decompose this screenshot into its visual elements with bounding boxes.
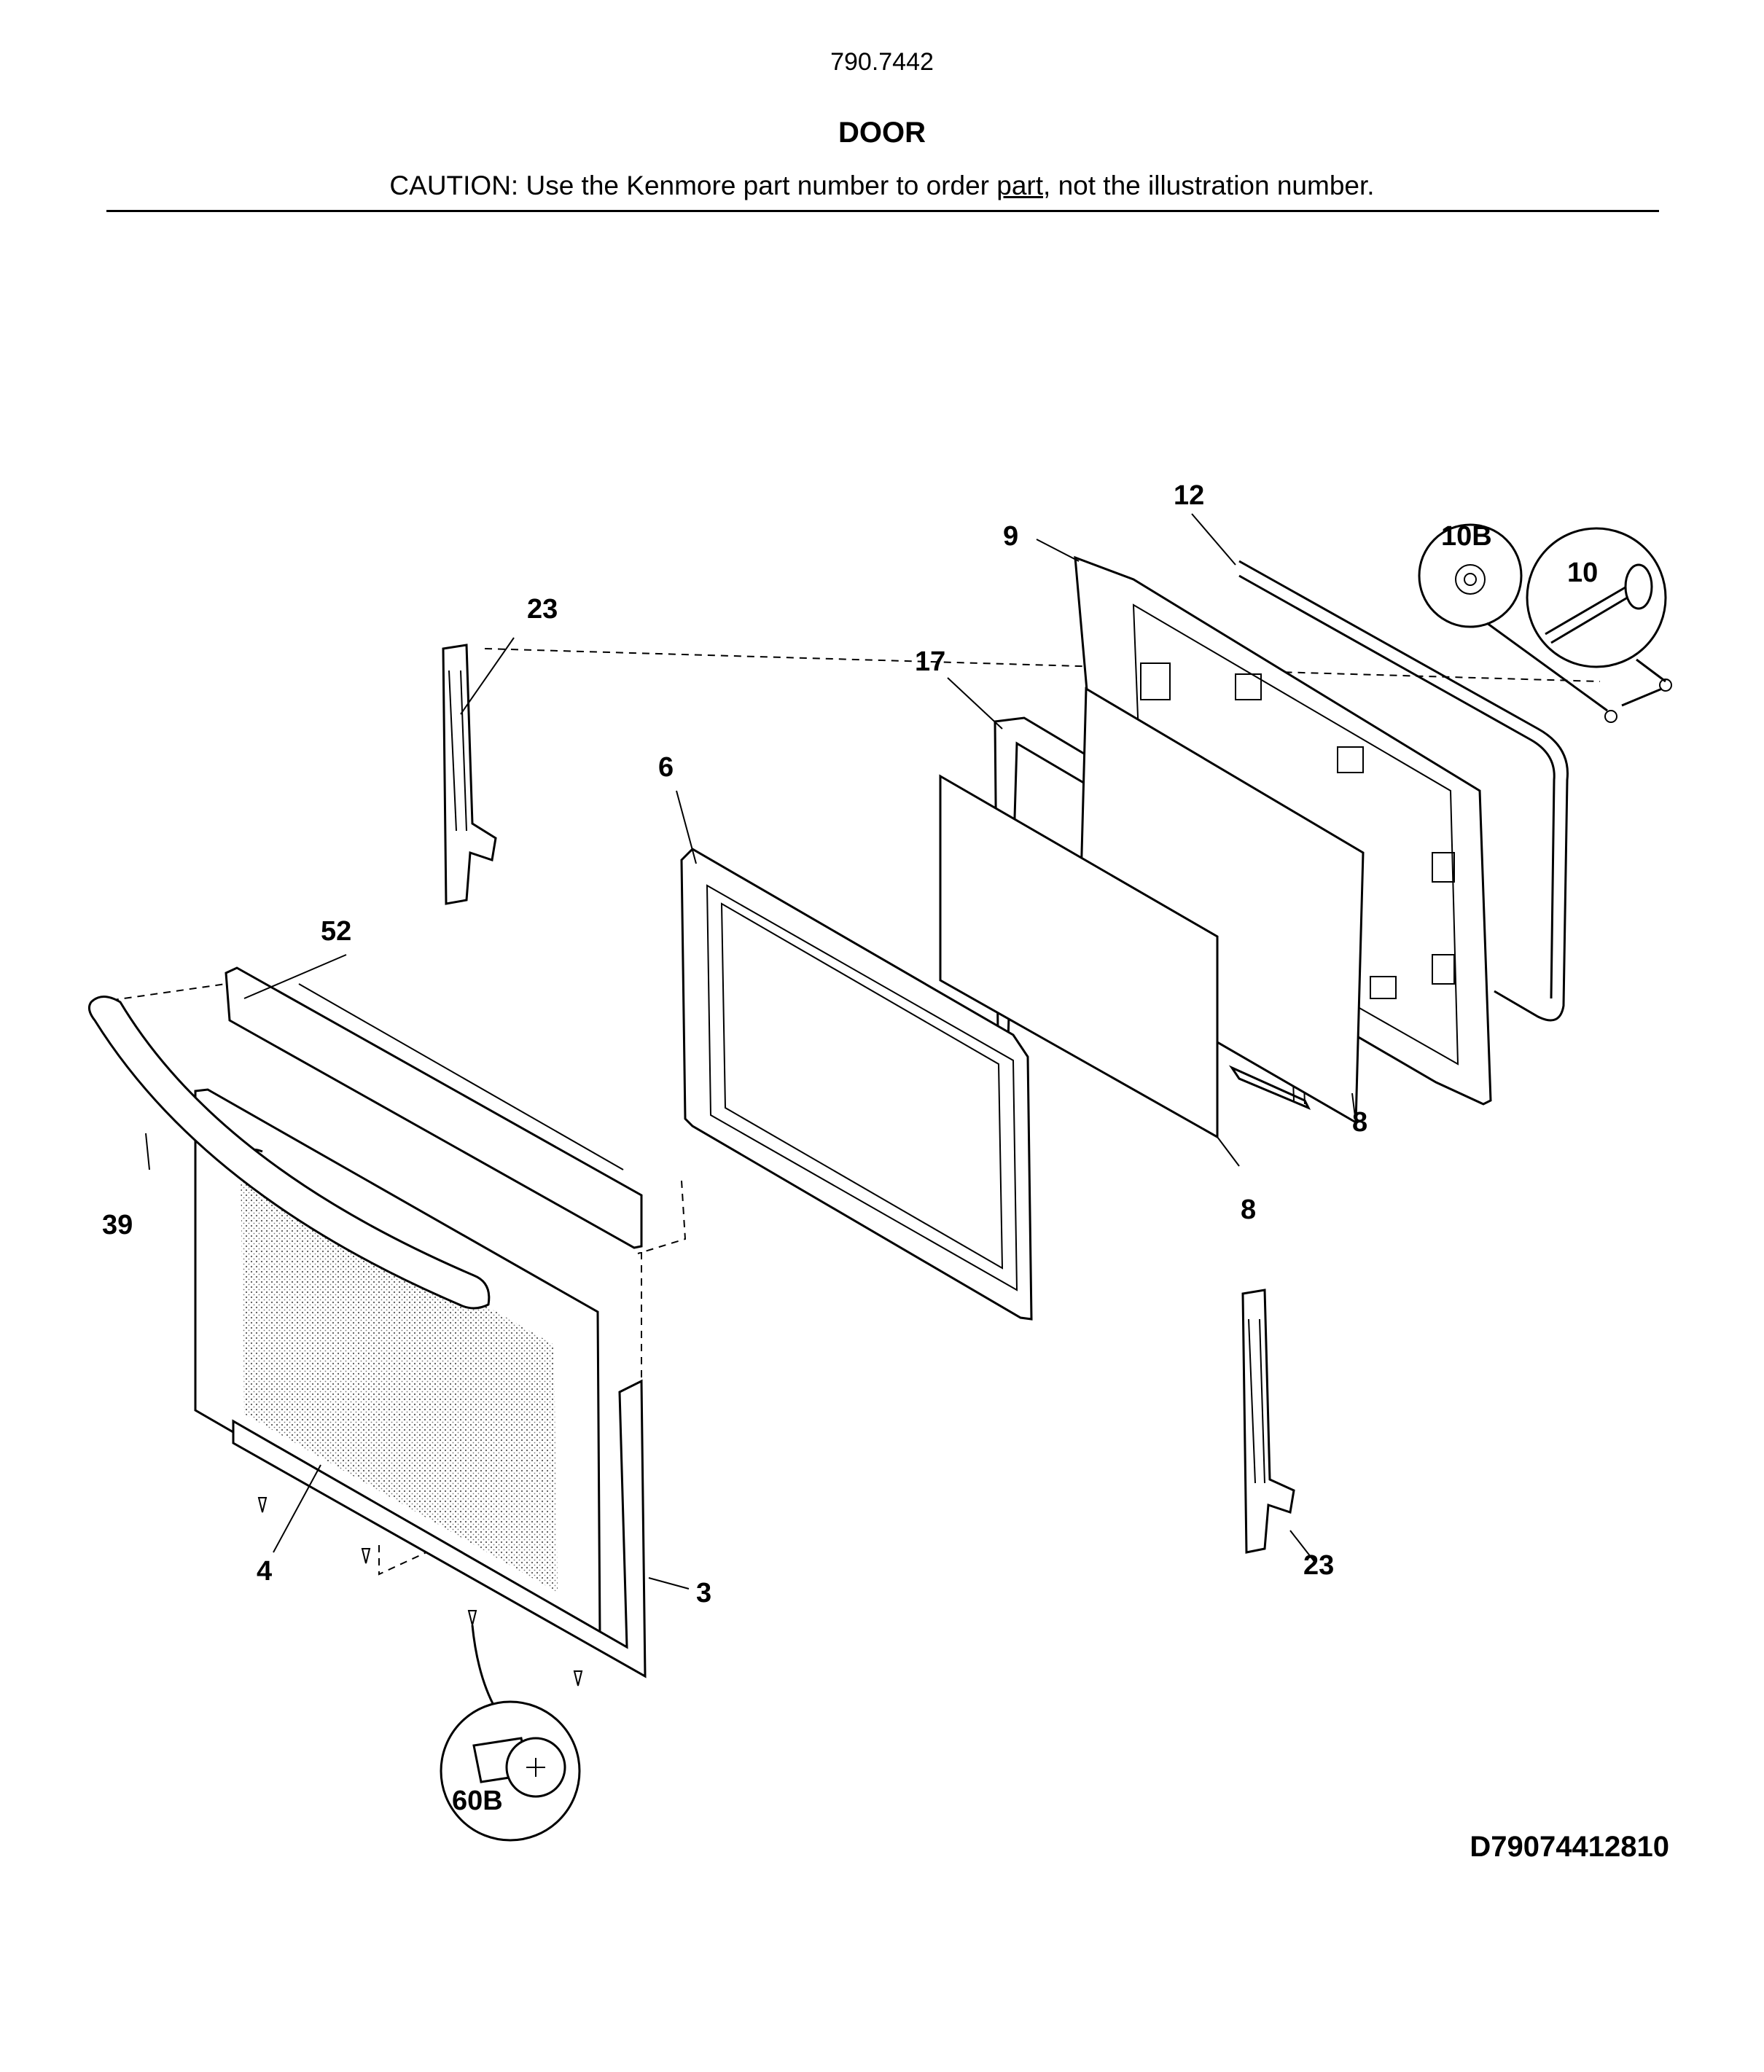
callout-screw-detail: 60B	[452, 1786, 503, 1816]
door-gasket	[1238, 560, 1569, 1022]
section-title: DOOR	[838, 117, 926, 149]
caution-underlined-word: part	[996, 171, 1044, 200]
top-trim	[225, 966, 643, 1249]
header-divider	[106, 210, 1659, 212]
callout-hinge-lower: 23	[1303, 1550, 1334, 1581]
drawing-number: D79074412810	[1470, 1831, 1669, 1863]
callout-glass-rear: 8	[1352, 1107, 1367, 1138]
callout-outer-door: 4	[257, 1556, 272, 1587]
callout-hinge-upper: 23	[527, 594, 558, 625]
caution-text-before: CAUTION: Use the Kenmore part number to …	[389, 171, 997, 200]
callout-side-trim: 3	[696, 1578, 711, 1608]
caution-note: CAUTION: Use the Kenmore part number to …	[0, 171, 1764, 201]
model-number: 790.7442	[830, 48, 934, 76]
callout-bolt-detail: 10	[1567, 558, 1598, 588]
callout-inner-door: 9	[1003, 521, 1018, 552]
bolt-detail-circle	[1526, 527, 1667, 683]
callout-trim-top: 52	[321, 916, 351, 947]
callout-washer-detail: 10B	[1441, 521, 1492, 552]
callout-glass-front: 8	[1241, 1195, 1256, 1225]
side-trim	[232, 1379, 647, 1678]
hinge-upper	[442, 644, 497, 905]
callout-panel-6: 6	[658, 752, 674, 783]
screw-detail-circle	[440, 1625, 581, 1842]
door-handle	[87, 996, 491, 1310]
washer-detail-circle	[1418, 523, 1608, 712]
callout-handle: 39	[102, 1210, 133, 1240]
door-screws	[257, 1497, 583, 1686]
callout-bracket-17: 17	[915, 646, 945, 677]
callout-gasket: 12	[1174, 480, 1204, 511]
caution-text-after: , not the illustration number.	[1043, 171, 1375, 200]
hinge-lower	[1241, 1289, 1295, 1554]
washer-and-bolt	[1604, 679, 1672, 723]
assembly-lines	[98, 648, 1601, 1576]
window-frame-panel	[680, 848, 1033, 1321]
leader-lines	[145, 513, 1357, 1590]
